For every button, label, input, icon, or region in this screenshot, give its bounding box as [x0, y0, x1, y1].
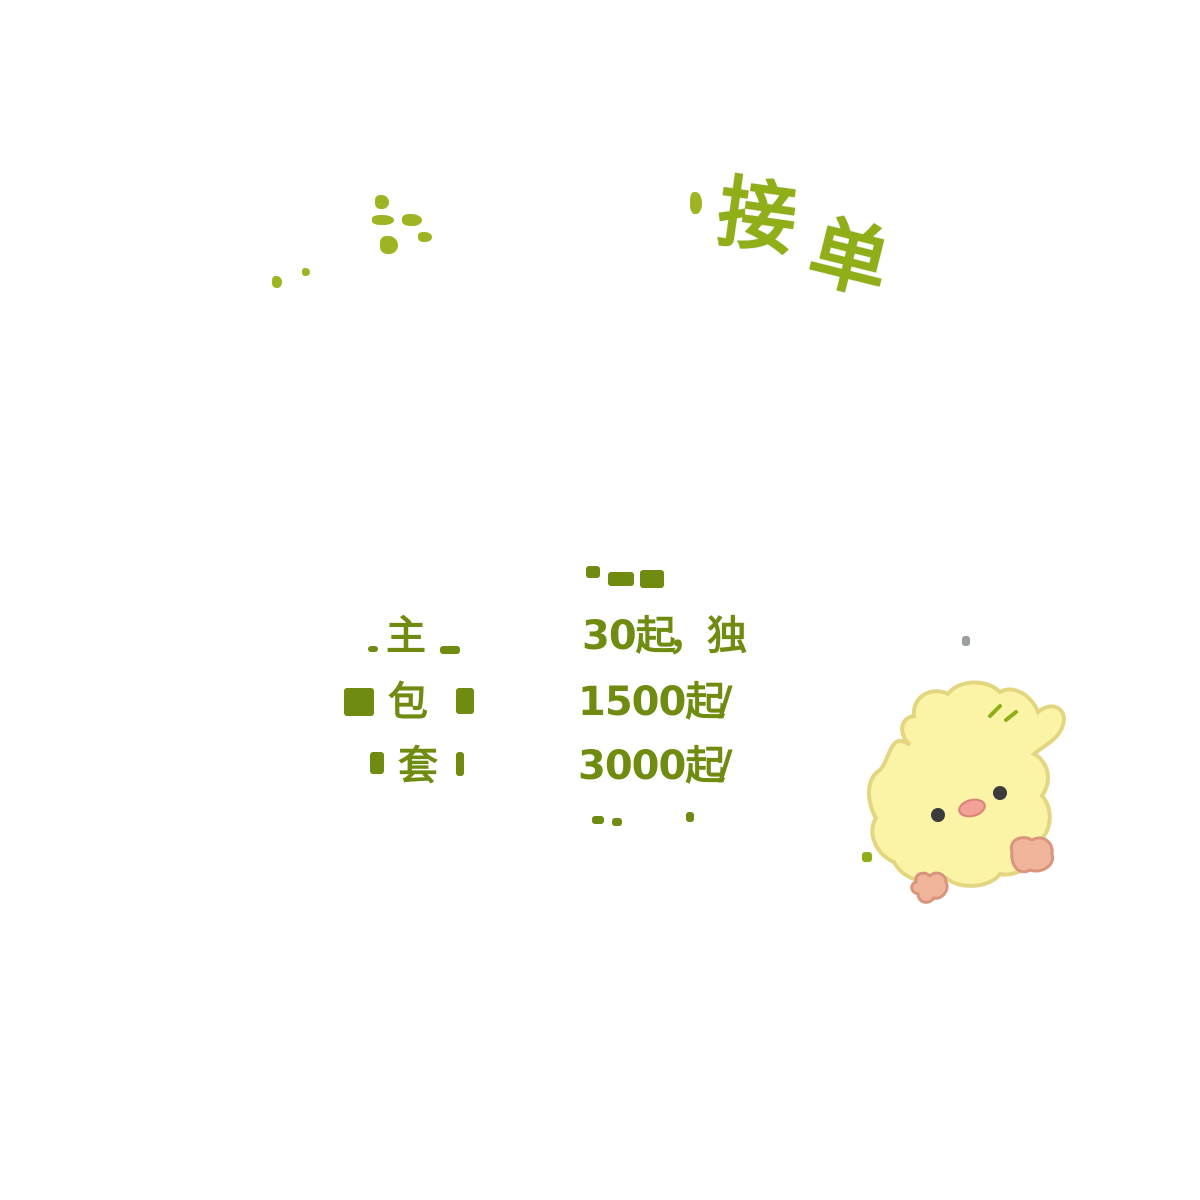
chick-eye-right — [993, 786, 1007, 800]
title-fragment — [375, 195, 389, 209]
line-fragment — [612, 818, 622, 826]
label-fragment — [440, 646, 460, 654]
chick-mascot — [850, 620, 1080, 920]
price-row-value: 1500起 — [578, 679, 725, 725]
chick-foot — [910, 871, 949, 904]
price-row-value: 30起 — [582, 613, 676, 659]
line-fragment — [686, 812, 694, 822]
title-fragment — [402, 214, 422, 226]
chick-hand — [1009, 836, 1055, 874]
chick-fuzz — [988, 704, 1018, 722]
title-fragment — [272, 276, 282, 288]
stray-mark — [862, 852, 872, 862]
chick-eye-left — [931, 808, 945, 822]
chick-body — [867, 680, 1067, 888]
label-fragment — [370, 752, 384, 774]
title-fragment — [418, 232, 432, 242]
title-fragment — [380, 236, 398, 254]
price-row-tail: / — [718, 679, 733, 725]
label-fragment — [456, 688, 474, 714]
label-fragment — [344, 688, 374, 716]
title-char: 接 — [712, 167, 802, 267]
page-title: 接 单 — [712, 167, 908, 318]
chick-beak — [958, 798, 986, 818]
line-fragment — [586, 566, 600, 578]
price-row-label: 主 — [386, 613, 426, 659]
price-row-label: 包 — [388, 679, 428, 725]
price-row-tail: / — [718, 743, 733, 789]
price-row-label: 套 — [398, 743, 438, 789]
stray-mark — [962, 636, 970, 646]
line-fragment — [592, 816, 604, 824]
price-row-value: 3000起 — [578, 743, 725, 789]
price-row-tail: ，独 — [668, 613, 747, 659]
title-fragment — [690, 192, 702, 214]
title-fragment — [302, 268, 310, 276]
chick-illustration — [867, 680, 1067, 904]
title-char: 单 — [800, 205, 898, 313]
line-fragment — [640, 570, 664, 588]
line-fragment — [608, 572, 634, 586]
label-fragment — [456, 752, 464, 776]
label-fragment — [368, 646, 378, 652]
title-fragment — [372, 215, 394, 225]
